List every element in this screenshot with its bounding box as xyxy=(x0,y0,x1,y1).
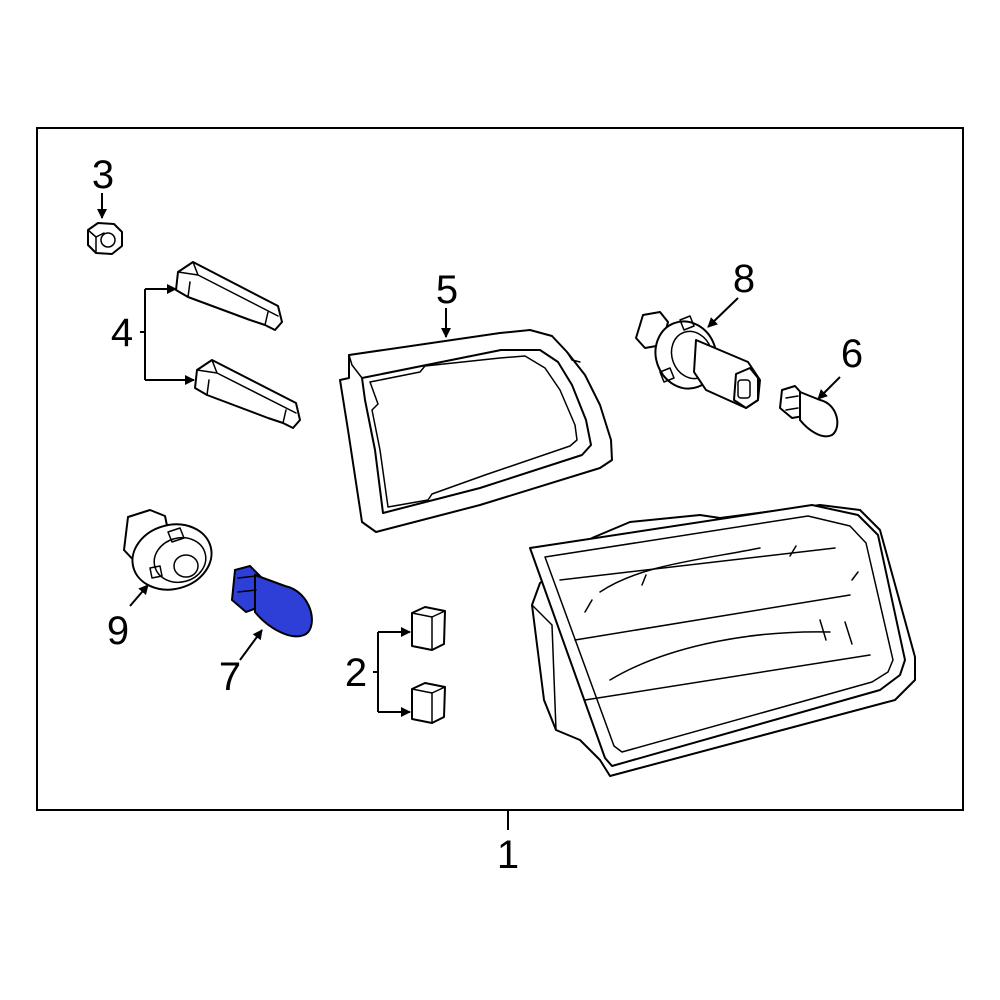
part-2-clip-lower[interactable] xyxy=(411,682,446,724)
callout-2-bracket-lines xyxy=(373,632,379,712)
callout-9: 9 xyxy=(107,609,129,653)
callout-7: 7 xyxy=(219,655,241,699)
callout-6: 6 xyxy=(841,332,863,376)
callout-8: 8 xyxy=(733,257,755,301)
callout-1: 1 xyxy=(497,833,519,877)
part-6-bulb[interactable] xyxy=(779,385,839,438)
callout-7-arrow xyxy=(239,629,263,661)
part-4-bracket-upper[interactable] xyxy=(175,261,283,331)
callout-8-arrow xyxy=(707,297,739,328)
callout-4: 4 xyxy=(111,311,133,355)
part-4-bracket-lower[interactable] xyxy=(194,359,301,429)
part-5-gasket[interactable] xyxy=(339,329,613,533)
callout-4-bracket-lines xyxy=(140,289,146,380)
callout-6-arrow xyxy=(817,376,841,400)
callout-3: 3 xyxy=(92,153,114,197)
part-9-socket[interactable] xyxy=(123,509,219,598)
diagram-frame xyxy=(36,127,964,811)
callout-5: 5 xyxy=(436,268,458,312)
part-3-nut[interactable] xyxy=(87,222,123,255)
part-7-bulb-highlighted[interactable] xyxy=(230,564,313,638)
highlighted-bulb-glass xyxy=(254,573,313,638)
callout-2: 2 xyxy=(345,651,367,695)
part-8-socket[interactable] xyxy=(635,311,761,409)
callout-9-arrow xyxy=(129,584,149,607)
part-2-clip-upper[interactable] xyxy=(411,606,446,651)
part-1-lamp-assembly[interactable] xyxy=(529,504,916,777)
